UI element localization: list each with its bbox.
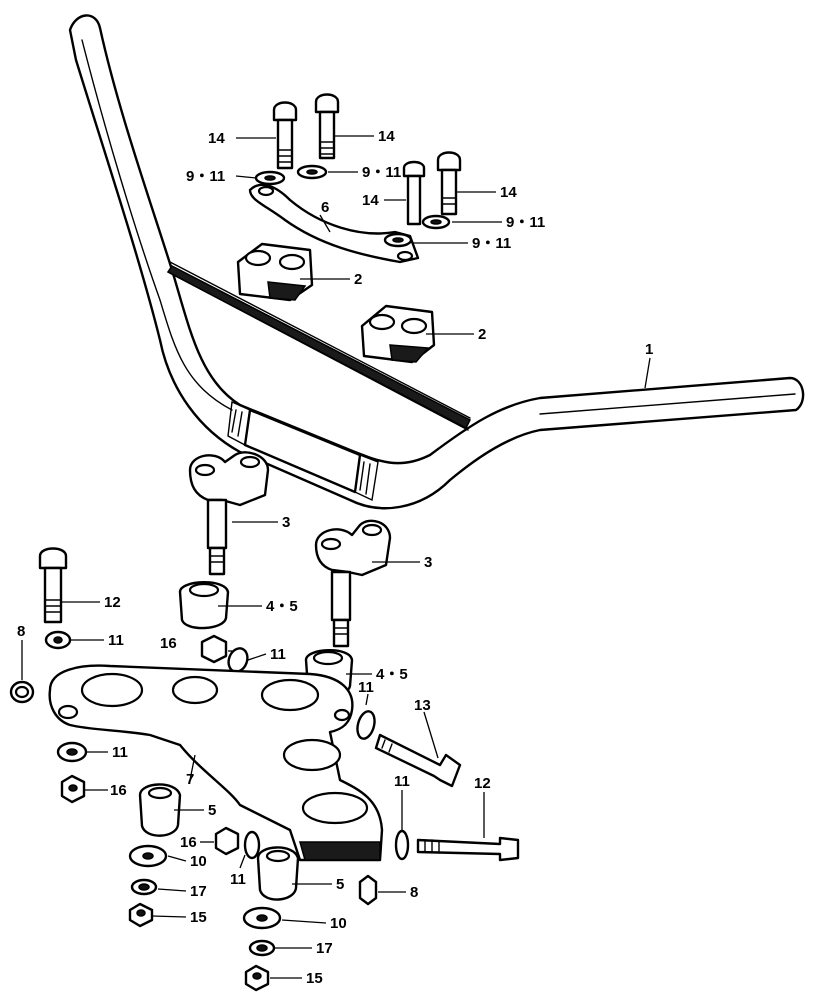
callout-17-a: 17: [190, 883, 207, 900]
bolt-12-left: [38, 547, 68, 624]
callout-8-b: 8: [410, 884, 418, 901]
washer-11-lower-right: [394, 829, 410, 861]
callout-17-b: 17: [316, 940, 333, 957]
callout-15-a: 15: [190, 909, 207, 926]
bolt-12-right: [416, 836, 520, 862]
callout-4-5-a: 4・5: [266, 598, 298, 615]
callout-9-11-b: 9・11: [362, 164, 401, 181]
washer-11-lower-left: [56, 741, 88, 763]
washer-10-b: [242, 906, 282, 930]
callout-14-b: 14: [378, 128, 395, 145]
upper-holder-right: [360, 304, 436, 364]
clip-8-left: [9, 680, 35, 704]
callout-9-11-a: 9・11: [186, 168, 225, 185]
callout-14-d: 14: [500, 184, 517, 201]
washer-11-left: [44, 630, 72, 650]
nut-15-b: [244, 964, 270, 992]
nut-15-a: [128, 902, 154, 928]
nut-16-b: [60, 774, 86, 804]
cushion-4-5-a: [178, 581, 230, 630]
cushion-5-b: [256, 846, 300, 901]
callout-11-b: 11: [270, 646, 286, 663]
callout-11-a: 11: [108, 632, 124, 649]
callout-8-a: 8: [17, 623, 25, 640]
callout-12-a: 12: [104, 594, 121, 611]
callout-2-b: 2: [478, 326, 486, 343]
callout-11-f: 11: [394, 773, 410, 790]
washer-11-right: [356, 710, 376, 740]
bolt-14-a: [272, 101, 298, 170]
nut-16-c: [214, 826, 240, 856]
washer-17-b: [248, 939, 276, 957]
bolt-14-c: [402, 160, 426, 226]
callout-5-a: 5: [208, 802, 216, 819]
callout-3-b: 3: [424, 554, 432, 571]
callout-16-b: 16: [110, 782, 127, 799]
callout-3-a: 3: [282, 514, 290, 531]
callout-10-b: 10: [330, 915, 347, 932]
callout-1: 1: [645, 341, 653, 358]
callout-13: 13: [414, 697, 431, 714]
lower-holder-left: [188, 451, 270, 576]
bolt-13: [374, 733, 462, 788]
nut-8-right: [358, 874, 378, 906]
callout-14-a: 14: [208, 130, 225, 147]
bolt-14-b: [314, 93, 340, 160]
callout-9-11-d: 9・11: [472, 235, 511, 252]
callout-7: 7: [186, 771, 194, 788]
callout-15-b: 15: [306, 970, 323, 987]
callout-11-d: 11: [112, 744, 128, 761]
washer-10-a: [128, 844, 168, 868]
callout-11-c: 11: [358, 679, 374, 696]
washer-17-a: [130, 878, 158, 896]
callout-6: 6: [321, 199, 329, 216]
callout-11-e: 11: [230, 871, 246, 888]
lower-holder-right: [314, 519, 392, 648]
callout-12-b: 12: [474, 775, 491, 792]
callout-5-b: 5: [336, 876, 344, 893]
callout-labels: 1 2 2 3 3 4・5 4・5 5 5 6 7 8 8 9・11 9・11 …: [17, 128, 653, 987]
washer-11-mid: [243, 830, 261, 860]
leader-lines: [21, 135, 651, 979]
callout-16-c: 16: [180, 834, 197, 851]
handlebar-part: [68, 14, 805, 510]
callout-10-a: 10: [190, 853, 207, 870]
bottom-bridge: [48, 664, 384, 862]
washers-9-11: [254, 164, 451, 248]
upper-holder-left: [236, 242, 314, 302]
callout-9-11-c: 9・11: [506, 214, 545, 231]
callout-2-a: 2: [354, 271, 362, 288]
callout-14-c: 14: [362, 192, 379, 209]
nut-16-a: [200, 634, 228, 664]
callout-16-a: 16: [160, 635, 177, 652]
bolt-14-d: [436, 151, 462, 216]
callout-4-5-b: 4・5: [376, 666, 408, 683]
